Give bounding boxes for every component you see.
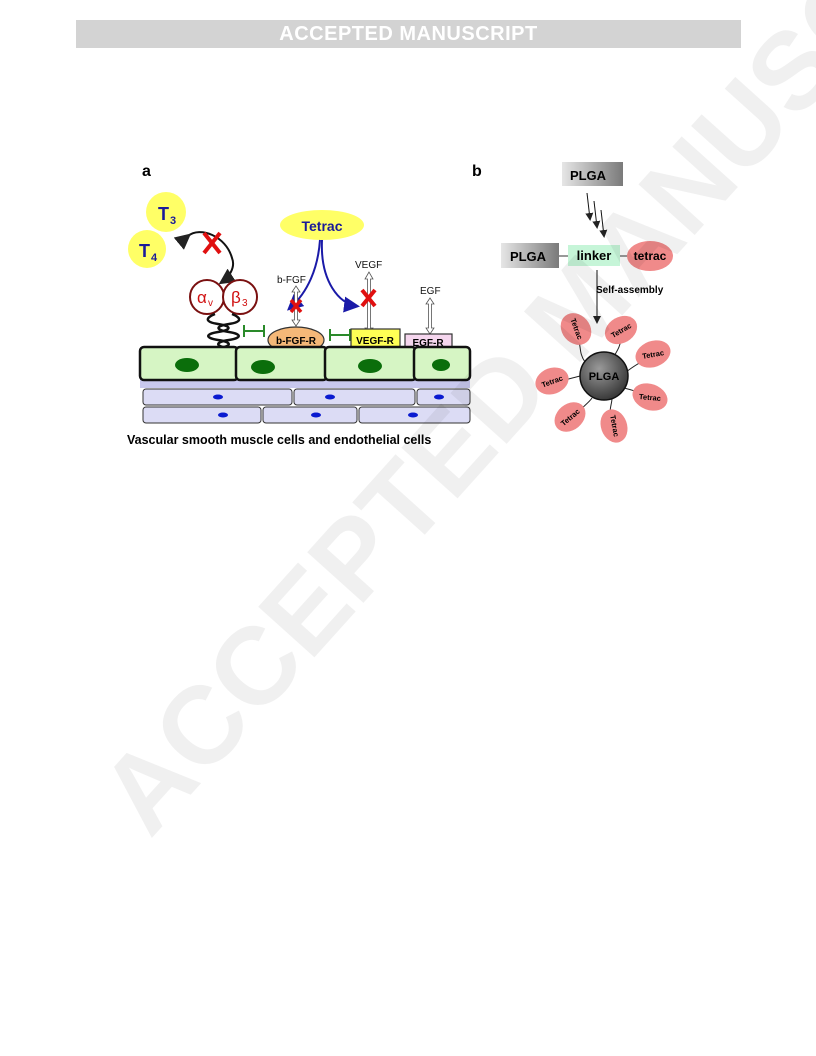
- svg-text:Tetrac: Tetrac: [608, 414, 621, 437]
- bfgf-label: b-FGF: [277, 275, 306, 286]
- inhibition-bar-1: [243, 325, 265, 337]
- tetrac-arrow-vegf: [320, 239, 360, 313]
- vegf-block-x-icon: [360, 288, 377, 308]
- egf-label: EGF: [420, 286, 441, 297]
- svg-text:Tetrac: Tetrac: [641, 348, 664, 361]
- basement-layer: [140, 378, 470, 388]
- panel-a: a T 3 T 4 α v β 3 Tetrac b-FGF V: [127, 163, 472, 447]
- integrin-beta-3: [222, 279, 258, 315]
- t3-subscript: 3: [170, 215, 176, 227]
- petal-5: [600, 409, 628, 443]
- integrin-coil: [206, 312, 241, 350]
- panel-a-caption: Vascular smooth muscle cells and endothe…: [127, 433, 431, 447]
- tetrac-node-label: tetrac: [634, 249, 667, 263]
- endothelial-cells: [142, 388, 471, 424]
- petal-6: [554, 402, 586, 432]
- petal-3: [635, 340, 671, 368]
- self-assembly-label: Self-assembly: [596, 285, 664, 296]
- alpha-subscript: v: [208, 298, 213, 309]
- tetrac-node: [280, 210, 364, 240]
- beta-subscript: 3: [242, 298, 248, 309]
- panel-b-label: b: [472, 163, 482, 180]
- plga-left-block: [501, 243, 559, 268]
- svg-text:Tetrac: Tetrac: [639, 392, 662, 403]
- petal-1: [560, 313, 592, 345]
- bfgf-block-x-icon: [289, 298, 303, 314]
- t3-label: T: [158, 204, 169, 224]
- manuscript-banner: ACCEPTED MANUSCRIPT: [76, 20, 741, 48]
- binding-arrow: [173, 231, 237, 285]
- plga-top-label: PLGA: [570, 168, 607, 183]
- t4-label: T: [139, 241, 150, 261]
- integrin-alpha-v: [189, 279, 225, 315]
- inhibition-bar-2: [329, 329, 351, 341]
- vegf-label: VEGF: [355, 260, 382, 271]
- t4-subscript: 4: [151, 252, 158, 264]
- bfgf-receptor-label: b-FGF-R: [276, 336, 317, 347]
- block-x-icon: [202, 231, 222, 255]
- synthesis-arrows: [585, 192, 608, 238]
- egf-double-arrow: [425, 297, 435, 335]
- tetrac-node-b: [627, 241, 673, 271]
- panel-a-label: a: [142, 163, 151, 180]
- plga-top-block: [562, 162, 623, 186]
- micelle-petals: [535, 313, 671, 443]
- cell-nuclei: [175, 358, 450, 374]
- egf-receptor-label: EGF-R: [412, 338, 444, 349]
- plga-left-label: PLGA: [510, 249, 547, 264]
- cell-2: [234, 345, 329, 382]
- beta-symbol: β: [231, 288, 241, 307]
- panel-b: b PLGA PLGA linker tetrac Self-assembly: [472, 162, 673, 443]
- plga-core-label: PLGA: [589, 371, 620, 383]
- t3-hormone: [146, 192, 186, 232]
- endothelial-nuclei: [213, 394, 444, 418]
- plga-core: [579, 351, 629, 401]
- linker-block: [568, 245, 620, 266]
- petal-2: [604, 315, 638, 345]
- vegf-receptor-label: VEGF-R: [356, 336, 395, 347]
- petal-7: [535, 367, 569, 395]
- tetrac-label: Tetrac: [302, 218, 343, 234]
- linker-label: linker: [577, 248, 612, 263]
- petal-4: [632, 383, 668, 411]
- t4-hormone: [128, 230, 166, 268]
- alpha-symbol: α: [197, 288, 207, 307]
